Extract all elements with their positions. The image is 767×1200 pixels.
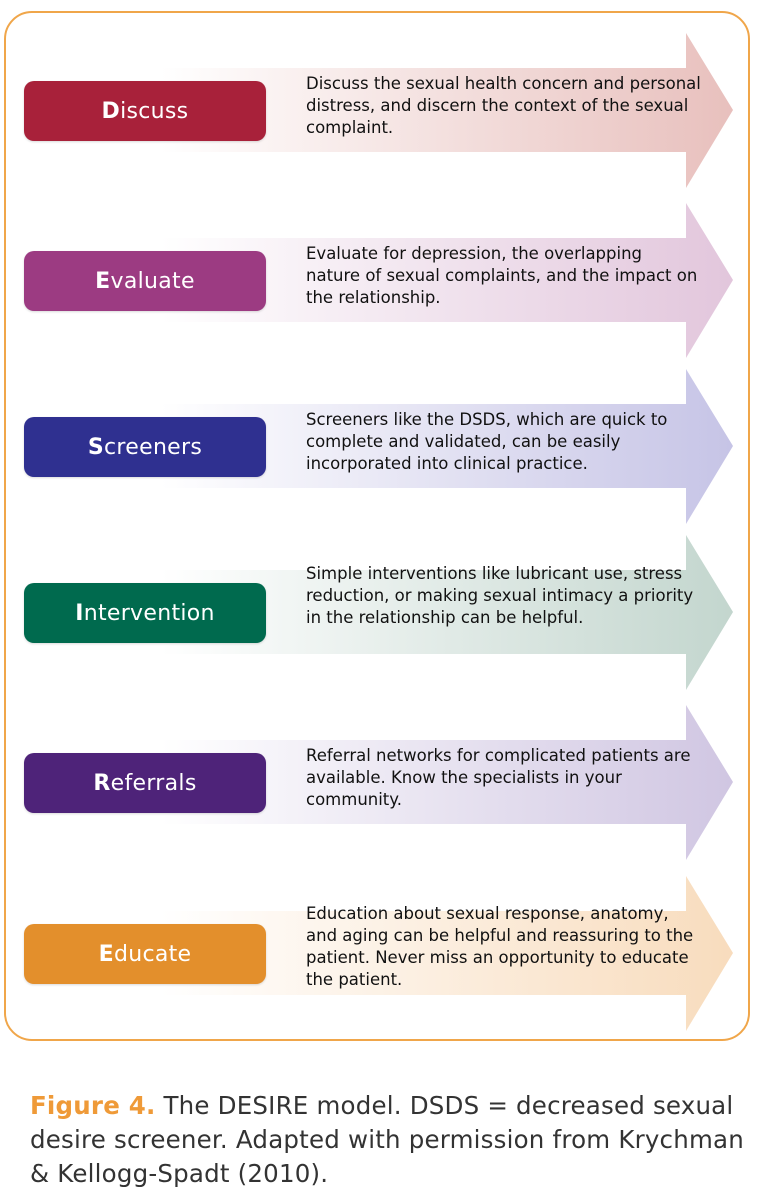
step-initial: E xyxy=(95,268,111,294)
step-label-rest: creeners xyxy=(104,434,203,460)
step-label-rest: valuate xyxy=(110,268,195,294)
step-arrow xyxy=(18,33,733,188)
step-description: Referral networks for complicated patien… xyxy=(306,746,691,809)
caption-text: The DESIRE model. DSDS = decreased sexua… xyxy=(30,1091,744,1188)
step-arrow xyxy=(18,203,733,358)
step-arrow xyxy=(18,535,733,690)
step-arrow xyxy=(18,876,733,1031)
step-initial: D xyxy=(101,98,121,124)
figure-label: Figure 4. xyxy=(30,1091,156,1120)
step-initial: E xyxy=(98,941,114,967)
figure-caption: Figure 4. The DESIRE model. DSDS = decre… xyxy=(30,1089,750,1191)
step-initial: I xyxy=(75,600,84,626)
step-arrow xyxy=(18,705,733,860)
step-description: Evaluate for depression, the overlapping… xyxy=(306,244,698,307)
step-label-rest: ducate xyxy=(113,941,192,967)
step-label-rest: ntervention xyxy=(83,600,215,626)
step-label-rest: iscuss xyxy=(120,98,189,124)
step-initial: R xyxy=(93,770,111,796)
step-description: Screeners like the DSDS, which are quick… xyxy=(306,410,668,473)
figure-frame xyxy=(4,11,750,1041)
step-arrow xyxy=(18,369,733,524)
step-label-rest: eferrals xyxy=(110,770,197,796)
step-initial: S xyxy=(87,434,105,460)
step-description: Simple interventions like lubricant use,… xyxy=(306,564,694,627)
step-description: Education about sexual response, anatomy… xyxy=(306,904,694,989)
step-description: Discuss the sexual health concern and pe… xyxy=(306,74,701,137)
